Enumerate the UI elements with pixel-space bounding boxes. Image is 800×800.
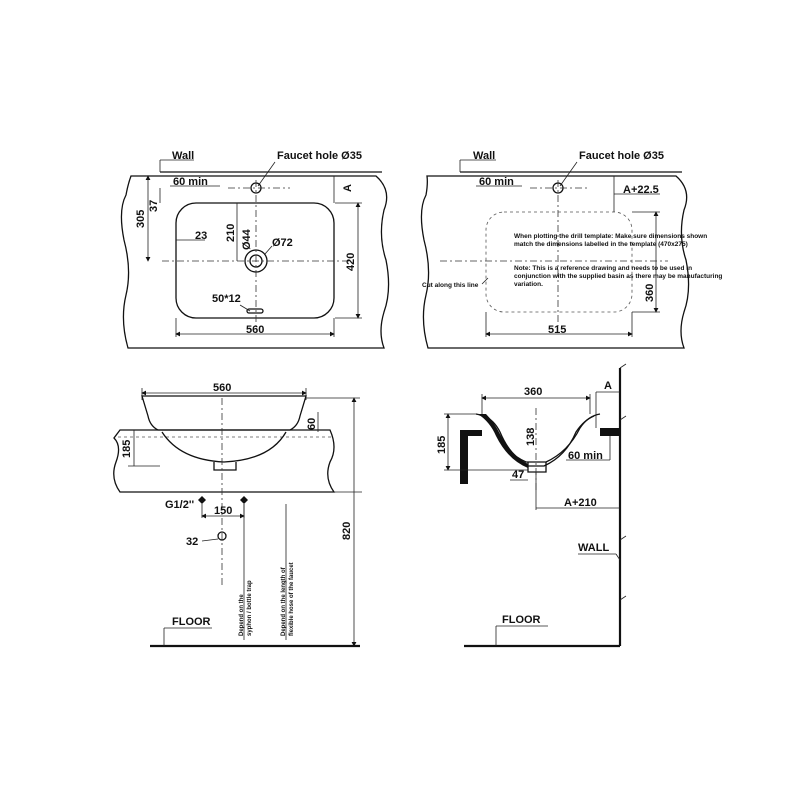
note-siphon-line1: Depend on the [239, 594, 245, 636]
wall-label-section: WALL [578, 542, 609, 554]
counter-outline-right [420, 175, 690, 349]
dim-185-front: 185 [121, 440, 133, 458]
note-reference-line1: Note: This is a reference drawing and ne… [514, 265, 692, 272]
basin-rim-front [141, 395, 307, 431]
dim-360-top: 360 [644, 284, 656, 302]
dim-60-front: 60 [306, 418, 318, 430]
dim-23: 23 [195, 230, 207, 242]
dim-150: 150 [214, 505, 232, 517]
counter-outline-left [120, 175, 390, 349]
note-drill-template-line2: match the dimensions labelled in the tem… [514, 241, 688, 248]
faucet-hole-label-right: Faucet hole Ø35 [579, 150, 664, 162]
dim-60min-left: 60 min [173, 176, 208, 188]
dim-60min-section: 60 min [568, 450, 603, 462]
counter-section-right [600, 428, 620, 436]
basin-outline-left [175, 202, 335, 319]
basin-section-fill [478, 414, 528, 468]
dim-210: 210 [225, 224, 237, 242]
overflow-slot-left [246, 308, 264, 314]
front-elevation: 560 60 185 G1/2'' 150 32 Depend on t [113, 382, 362, 648]
dim-a-section: A [604, 380, 612, 392]
note-siphon-line2: syphon / bottle trap [247, 580, 253, 636]
dim-32: 32 [186, 536, 198, 548]
note-hose-line1: Depend on the length of [281, 566, 287, 636]
faucet-hole-label-left: Faucet hole Ø35 [277, 150, 362, 162]
plan-view-left: Wall Faucet hole Ø35 60 min A 305 37 23 [120, 150, 390, 349]
supply-valve-right [240, 496, 248, 504]
dim-420: 420 [345, 253, 357, 271]
dim-50x12: 50*12 [212, 293, 241, 305]
cut-template-outline [485, 211, 633, 313]
plan-view-right: Wall Faucet hole Ø35 60 min A+22.5 When … [420, 150, 722, 349]
dim-a-left: A [342, 184, 354, 192]
dim-515: 515 [548, 324, 566, 336]
floor-label-right: FLOOR [502, 614, 541, 626]
dim-185-section: 185 [436, 436, 448, 454]
cut-line-label: Cut along this line [422, 282, 479, 289]
note-reference-line2: conjunction with the supplied basin as t… [514, 273, 722, 280]
dim-diameter-72: Ø72 [272, 237, 293, 249]
dim-37: 37 [148, 200, 160, 212]
note-drill-template-line1: When plotting the drill template: Make s… [514, 233, 707, 240]
dim-60min-right: 60 min [479, 176, 514, 188]
note-hose-line2: flexible hose of the faucet [289, 562, 295, 636]
dim-g12: G1/2'' [165, 499, 194, 511]
counter-slab-front [113, 429, 336, 493]
supply-valve-left [198, 496, 206, 504]
dim-diameter-44: Ø44 [241, 228, 253, 250]
waste-outlet [217, 531, 227, 541]
counter-section-left [460, 430, 482, 484]
dim-a-plus-210: A+210 [564, 497, 597, 509]
dim-47: 47 [512, 469, 524, 481]
wall-label-right: Wall [473, 150, 495, 162]
dim-360-section: 360 [524, 386, 542, 398]
wall-label-left: Wall [172, 150, 194, 162]
dim-820: 820 [341, 522, 353, 540]
dim-305: 305 [135, 210, 147, 228]
dim-138: 138 [525, 428, 537, 446]
basin-bowl-front [161, 431, 287, 463]
dim-a-plus-22-5: A+22.5 [623, 184, 659, 196]
side-section: FLOOR WALL 360 A 185 138 60 min [436, 363, 627, 648]
note-reference-line3: variation. [514, 281, 543, 288]
dim-560-front: 560 [213, 382, 231, 394]
dim-560-top: 560 [246, 324, 264, 336]
floor-label-left: FLOOR [172, 616, 211, 628]
